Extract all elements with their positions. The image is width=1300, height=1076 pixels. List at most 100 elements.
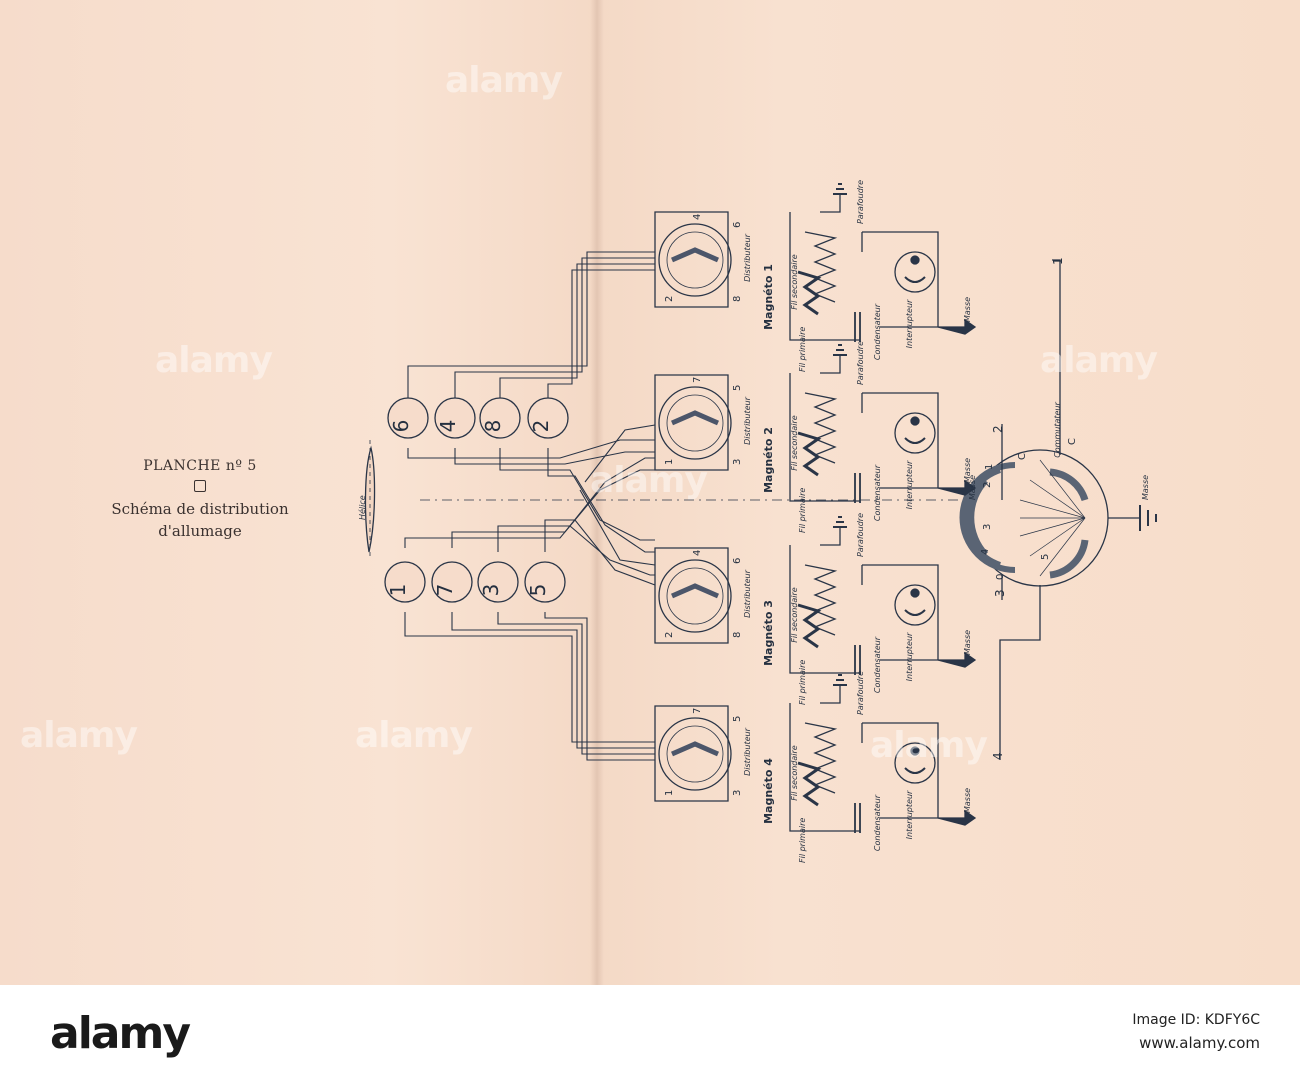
line-number: 2 bbox=[991, 425, 1005, 433]
secondary-label: Fil secondaire bbox=[790, 415, 799, 471]
lightning-label: Parafoudre bbox=[856, 341, 865, 385]
line-4 bbox=[999, 585, 1041, 760]
watermark: alamy bbox=[20, 715, 138, 756]
distributor-number: 4 bbox=[692, 550, 703, 556]
condenser-label: Condensateur bbox=[873, 303, 882, 360]
distributor-arm bbox=[671, 741, 719, 757]
ground-label: Masse bbox=[963, 788, 972, 813]
breaker-contact-icon bbox=[910, 416, 920, 426]
secondary-label: Fil secondaire bbox=[790, 587, 799, 643]
contact-number: 3 bbox=[982, 524, 993, 530]
lightning-arrester-icon bbox=[833, 183, 847, 195]
contact-number: 0 bbox=[995, 574, 1006, 580]
lightning-label: Parafoudre bbox=[856, 513, 865, 557]
commutator-disc bbox=[959, 449, 1157, 587]
c-label: C bbox=[1017, 453, 1028, 460]
watermark: alamy bbox=[355, 715, 473, 756]
lightning-label: Parafoudre bbox=[856, 180, 865, 224]
watermark: alamy bbox=[870, 725, 988, 766]
breaker-circuit bbox=[861, 564, 939, 661]
distributor-inner-ring bbox=[666, 567, 724, 625]
primary-label: Fil primaire bbox=[798, 818, 807, 863]
breaker-label: Interrupteur bbox=[905, 299, 914, 348]
distributor-rotor bbox=[658, 559, 732, 633]
line-number: 3 bbox=[993, 589, 1007, 597]
secondary-label: Fil secondaire bbox=[790, 254, 799, 310]
lightning-arrester-icon bbox=[833, 516, 847, 528]
commutator-label: Commutateur bbox=[1053, 401, 1062, 457]
secondary-coil bbox=[804, 722, 838, 794]
distributor-label: Distributeur bbox=[743, 396, 752, 444]
alamy-logo[interactable]: alamy bbox=[50, 1008, 191, 1059]
contact-number: 4 bbox=[980, 549, 991, 555]
ground-label: Masse bbox=[963, 458, 972, 483]
condenser-label: Condensateur bbox=[873, 464, 882, 521]
breaker-circuit bbox=[861, 722, 939, 819]
cylinder-circle bbox=[431, 561, 473, 603]
lightning-lead bbox=[820, 685, 841, 704]
cylinder-number: 5 bbox=[526, 584, 550, 597]
condenser-label: Condensateur bbox=[873, 794, 882, 851]
plate-title-block: PLANCHE nº 5 Schéma de distribution d'al… bbox=[100, 458, 300, 542]
distributor-number: 2 bbox=[664, 632, 675, 638]
lightning-arrester-icon bbox=[833, 674, 847, 686]
breaker-label: Interrupteur bbox=[905, 632, 914, 681]
ground-label: Masse bbox=[963, 630, 972, 655]
distributor-label: Distributeur bbox=[743, 727, 752, 775]
lightning-arrester-icon bbox=[833, 344, 847, 356]
distributor-number: 2 bbox=[664, 296, 675, 302]
secondary-coil bbox=[804, 564, 838, 636]
breaker-arm bbox=[904, 767, 926, 774]
condenser-icon bbox=[854, 473, 861, 503]
cylinder-number: 6 bbox=[389, 420, 413, 433]
breaker-label: Interrupteur bbox=[905, 460, 914, 509]
distributor-number: 5 bbox=[732, 385, 743, 391]
distributor-number: 1 bbox=[664, 790, 675, 796]
distributor-rotor bbox=[658, 717, 732, 791]
distributor-arm bbox=[671, 247, 719, 263]
distributor-rotor bbox=[658, 223, 732, 297]
lightning-lead bbox=[820, 194, 841, 213]
site-url[interactable]: www.alamy.com bbox=[1139, 1034, 1260, 1052]
distributor-number: 8 bbox=[732, 296, 743, 302]
primary-coil bbox=[797, 603, 822, 649]
cylinder-number: 8 bbox=[481, 420, 505, 433]
distributor-arm bbox=[671, 410, 719, 426]
line-number: 4 bbox=[991, 752, 1005, 760]
magneto-label: Magnéto 1 bbox=[762, 264, 775, 330]
propeller-icon bbox=[364, 440, 376, 560]
lower-wire-bundle bbox=[404, 457, 656, 761]
watermark: alamy bbox=[155, 340, 273, 381]
cylinder-number: 4 bbox=[436, 420, 460, 433]
breaker-contact-icon bbox=[910, 746, 920, 756]
distributor-number: 5 bbox=[732, 716, 743, 722]
distributor-label: Distributeur bbox=[743, 233, 752, 281]
coil-lead bbox=[789, 545, 860, 674]
distributor-label: Distributeur bbox=[743, 569, 752, 617]
distributor-number: 1 bbox=[664, 459, 675, 465]
distributor-number: 4 bbox=[692, 214, 703, 220]
distributor-number: 3 bbox=[732, 459, 743, 465]
c-label: C bbox=[1067, 438, 1078, 445]
distributor-body bbox=[654, 705, 729, 802]
plate-title-line-2: d'allumage bbox=[158, 522, 242, 540]
image-id: Image ID: KDFY6C bbox=[1132, 1012, 1260, 1028]
magneto-label: Magnéto 4 bbox=[762, 758, 775, 824]
distributor-inner-ring bbox=[666, 725, 724, 783]
distributor-number: 6 bbox=[732, 222, 743, 228]
primary-label: Fil primaire bbox=[798, 327, 807, 372]
cylinder-circle bbox=[387, 397, 429, 439]
lightning-lead bbox=[820, 527, 841, 546]
propeller-label: Hélice bbox=[357, 495, 367, 520]
secondary-coil bbox=[804, 231, 838, 303]
magneto-label: Magnéto 2 bbox=[762, 427, 775, 493]
breaker-cam bbox=[894, 742, 936, 784]
distributor-number: 6 bbox=[732, 558, 743, 564]
condenser-label: Condensateur bbox=[873, 636, 882, 693]
stock-footer bbox=[0, 985, 1300, 1076]
primary-label: Fil primaire bbox=[798, 660, 807, 705]
breaker-circuit bbox=[861, 231, 939, 328]
breaker-contact-icon bbox=[910, 255, 920, 265]
distributor-body bbox=[654, 211, 729, 308]
distributor-body bbox=[654, 374, 729, 471]
